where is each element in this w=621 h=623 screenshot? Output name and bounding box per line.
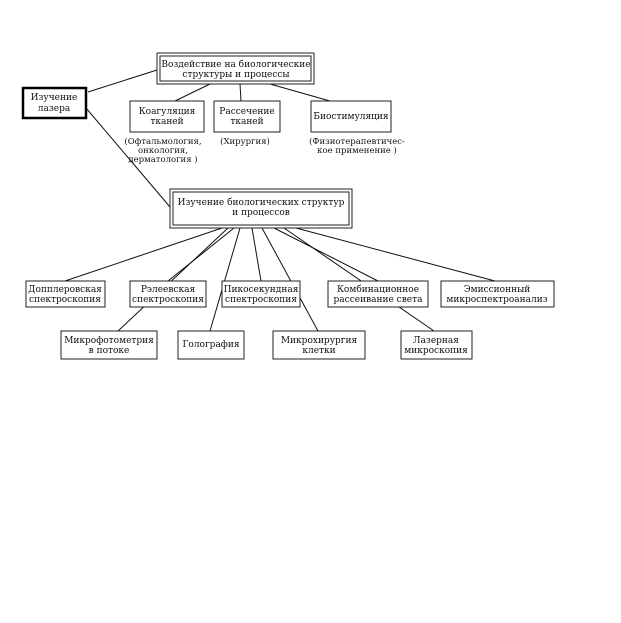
edge-study-emission [295,227,496,282]
biostimulation-box [310,100,392,133]
effect-line-1: Воздействие на биологические [161,59,310,70]
rayleigh-node: Рэлеевская спектроскопия [129,280,207,308]
edge-study-raman [273,227,379,282]
holography-box [177,330,245,360]
biostimulation-note-1: (Физиотерапевтичес- [309,136,405,147]
study-box-inner [172,191,350,226]
incision-line-2: тканей [230,117,263,127]
laser-microscopy-line-2: микроскопия [404,346,468,356]
edge-study-picosecond [251,227,262,282]
coagulation-note-1: (Офтальмология, [124,136,201,147]
coagulation-line-2: тканей [150,117,183,127]
root-node: Изучение лазера [21,86,88,120]
microsurgery-box [272,330,366,360]
raman-box [327,280,429,308]
incision-node: Рассечение тканей (Хирургия) [213,100,281,147]
microsurgery-line-2: клетки [302,346,335,356]
laser-microscopy-node: Лазерная микроскопия [400,330,473,360]
incision-note-1: (Хирургия) [220,136,270,147]
study-line-2: и процессов [232,208,290,218]
microphotometry-box [60,330,158,360]
edge-effect-biostim [269,83,331,102]
emission-node: Эмиссионный микроспектроанализ [440,280,555,308]
study-box-outer [169,188,353,229]
edge-study-doppler [64,227,223,282]
picosecond-line-1: Пикосекундная [224,285,299,295]
rayleigh-line-2: спектроскопия [132,295,204,305]
microphotometry-line-2: в потоке [89,346,130,356]
picosecond-box [221,280,301,308]
study-line-1: Изучение биологических структур [178,197,345,208]
biostimulation-line-1: Биостимуляция [313,112,389,122]
holography-line-1: Голография [182,340,239,350]
effect-node: Воздействие на биологические структуры и… [156,52,315,85]
doppler-line-1: Допплеровская [28,285,102,295]
edge-study-holography [209,227,241,332]
incision-line-1: Рассечение [219,107,274,117]
root-line-2: лазера [38,104,71,114]
doppler-box [25,280,106,308]
coagulation-node: Коагуляция тканей (Офтальмология, онколо… [124,100,205,165]
holography-node: Голография [177,330,245,360]
raman-line-2: рассеивание света [334,295,424,305]
picosecond-node: Пикосекундная спектроскопия [221,280,301,308]
effect-box-outer [156,52,315,85]
laser-microscopy-line-1: Лазерная [413,336,459,346]
edge-root-effect [87,69,158,93]
rayleigh-line-1: Рэлеевская [141,285,196,295]
microphotometry-node: Микрофотометрия в потоке [60,330,158,360]
edge-study-microsurgery [261,227,319,332]
study-node: Изучение биологических структур и процес… [169,188,353,229]
raman-node: Комбинационное рассеивание света [327,280,429,308]
root-line-1: Изучение [31,93,78,103]
doppler-node: Допплеровская спектроскопия [25,280,106,308]
edge-study-microphotometry [117,227,229,332]
emission-line-1: Эмиссионный [464,285,531,295]
incision-box [213,100,281,133]
microphotometry-line-1: Микрофотометрия [64,336,154,346]
coagulation-note-2: онкология, [138,146,188,156]
coagulation-note-3: дерматология ) [128,154,197,165]
laser-microscopy-box [400,330,473,360]
root-box [21,86,88,120]
biostimulation-note-2: кое применение ) [317,145,397,156]
edge-effect-coagulation [174,83,211,102]
connectors [64,69,496,332]
coagulation-box [129,100,205,133]
edge-effect-incision [239,83,242,102]
raman-line-1: Комбинационное [337,284,419,295]
coagulation-line-1: Коагуляция [139,107,196,117]
edge-root-study [85,107,171,208]
rayleigh-box [129,280,207,308]
edge-study-laser-microscopy [283,227,435,332]
biostimulation-node: Биостимуляция (Физиотерапевтичес- кое пр… [309,100,405,156]
effect-box-inner [159,55,312,82]
emission-line-2: микроспектроанализ [446,295,547,305]
microsurgery-line-1: Микрохирургия [281,336,358,346]
edge-study-rayleigh [167,227,235,282]
microsurgery-node: Микрохирургия клетки [272,330,366,360]
emission-box [440,280,555,308]
doppler-line-2: спектроскопия [29,295,101,305]
effect-line-2: структуры и процессы [182,70,289,80]
picosecond-line-2: спектроскопия [225,295,297,305]
